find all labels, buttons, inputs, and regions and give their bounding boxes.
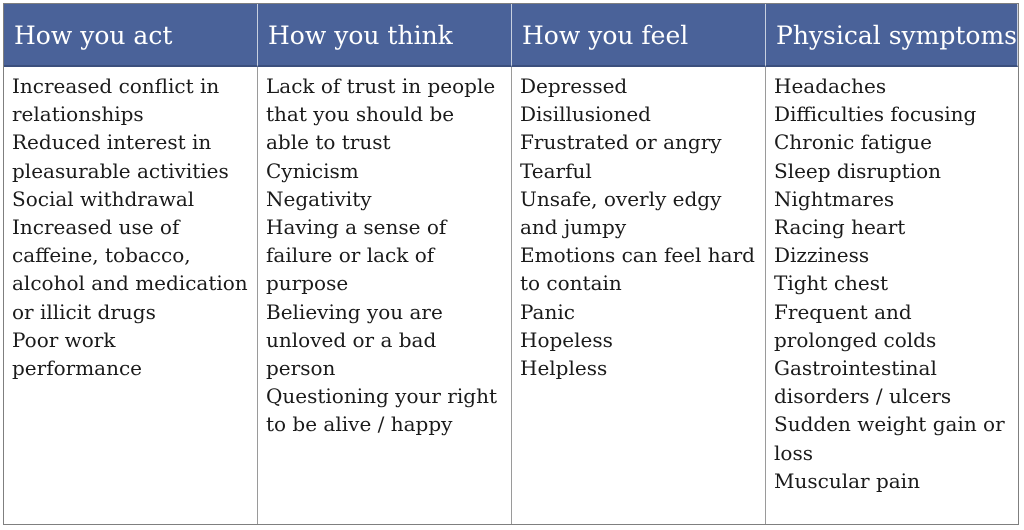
list-item: Social withdrawal	[12, 186, 195, 211]
list-item: Tight chest	[774, 271, 889, 296]
list-item: Chronic fatigue	[774, 130, 932, 155]
list-item: Muscular pain	[774, 468, 920, 493]
list-item: Sleep disruption	[774, 158, 941, 183]
list-item: Reduced interest in pleasurable activiti…	[12, 130, 229, 183]
list-item: Negativity	[266, 186, 372, 211]
list-item: Unsafe, overly edgy and jumpy	[520, 186, 722, 240]
list-item: Questioning your right to be alive / hap…	[266, 384, 497, 437]
list-item: Helpless	[520, 356, 608, 381]
list-item: Emotions can feel hard to contain	[520, 243, 755, 296]
list-item: Nightmares	[774, 186, 895, 211]
list-item: Panic	[520, 299, 575, 324]
list-item: Difficulties focusing	[774, 102, 977, 127]
header-physical-symptoms: Physical symptoms	[766, 4, 1019, 67]
column-how-you-think: Lack of trust in people that you should …	[258, 67, 512, 524]
header-how-you-think: How you think	[258, 4, 512, 67]
list-item: Tearful	[520, 158, 592, 183]
list-item: Gastrointestinal disorders / ulcers	[774, 356, 952, 409]
list-item: Increased conflict in relationships	[12, 74, 220, 127]
symptoms-table: How you act How you think How you feel P…	[3, 3, 1019, 525]
list-item: Frustrated or angry	[520, 130, 722, 155]
list-item: Depressed	[520, 74, 628, 98]
list-item: Hopeless	[520, 327, 613, 352]
list-item: Believing you are unloved or a bad perso…	[266, 299, 443, 381]
list-item: Increased use of caffeine, tobacco, alco…	[12, 215, 248, 324]
list-item: Sudden weight gain or loss	[774, 412, 1005, 465]
header-how-you-feel: How you feel	[512, 4, 766, 67]
header-how-you-act: How you act	[4, 4, 258, 67]
list-item: Cynicism	[266, 158, 359, 183]
list-item: Dizziness	[774, 243, 870, 268]
list-item: Frequent and prolonged colds	[774, 299, 937, 352]
list-item: Disillusioned	[520, 102, 651, 127]
list-item: Lack of trust in people that you should …	[266, 74, 496, 155]
list-item: Poor work performance	[12, 327, 143, 381]
list-item: Headaches	[774, 74, 887, 98]
list-item: Having a sense of failure or lack of pur…	[266, 215, 447, 296]
list-how-you-think: Lack of trust in people that you should …	[266, 72, 503, 439]
list-item: Racing heart	[774, 215, 906, 240]
